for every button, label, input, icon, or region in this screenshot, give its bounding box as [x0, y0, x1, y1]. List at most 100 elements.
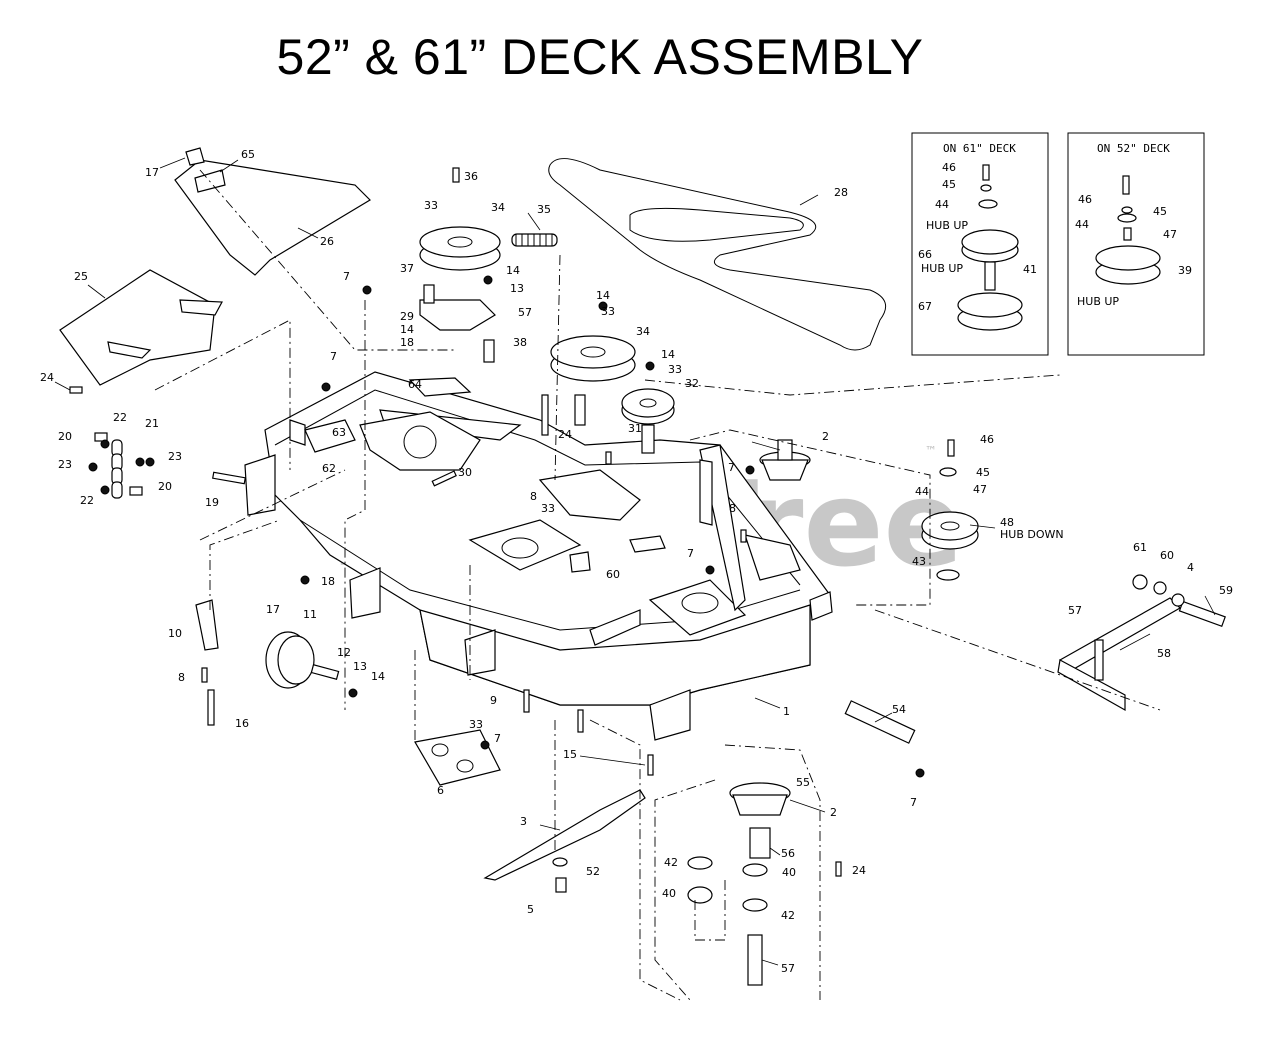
svg-text:44: 44 [935, 198, 949, 211]
svg-text:41: 41 [1023, 263, 1037, 276]
callout: 36 [464, 170, 478, 183]
callout: 18 [400, 336, 414, 349]
fasteners [69, 167, 955, 877]
callout: 62 [322, 462, 336, 475]
callout: 7 [687, 547, 694, 560]
callout: 37 [400, 262, 414, 275]
callout: 63 [332, 426, 346, 439]
discharge-chute [59, 269, 223, 386]
callout: 3 [520, 815, 527, 828]
callout: 52 [586, 865, 600, 878]
hub-down-label: HUB DOWN [1000, 528, 1064, 541]
callout: 19 [205, 496, 219, 509]
rear-arm [1057, 574, 1226, 712]
callout: 14 [506, 264, 520, 277]
inset-52-deck: ON 52" DECK 46 45 44 47 39 HUB UP [1067, 132, 1205, 356]
callout: 14 [661, 348, 675, 361]
tension-spring [511, 233, 558, 247]
callout: 44 [915, 485, 929, 498]
svg-text:45: 45 [1153, 205, 1167, 218]
callout: 47 [973, 483, 987, 496]
callout: 2 [830, 806, 837, 819]
callout: 24 [558, 428, 572, 441]
callout: 55 [796, 776, 810, 789]
callout: 42 [781, 909, 795, 922]
callout: 10 [168, 627, 182, 640]
pulley-34-lower [550, 335, 636, 382]
callout: 8 [178, 671, 185, 684]
callout: 34 [636, 325, 650, 338]
callout: 29 [400, 310, 414, 323]
svg-text:45: 45 [942, 178, 956, 191]
callout: 17 [266, 603, 280, 616]
callout: 38 [513, 336, 527, 349]
callout: 60 [606, 568, 620, 581]
callout: 58 [1157, 647, 1171, 660]
callout: 61 [1133, 541, 1147, 554]
callout: 14 [400, 323, 414, 336]
callout: 26 [320, 235, 334, 248]
belt-shield [174, 147, 371, 276]
callout: 18 [321, 575, 335, 588]
callout: 13 [510, 282, 524, 295]
callout: 60 [1160, 549, 1174, 562]
callout: 5 [527, 903, 534, 916]
leader-lines [54, 157, 1216, 966]
inset-61-heading: ON 61" DECK [943, 142, 1016, 155]
callout: 34 [491, 201, 505, 214]
callout: 7 [494, 732, 501, 745]
svg-text:66: 66 [918, 248, 932, 261]
callout: 48 [1000, 516, 1014, 529]
svg-text:39: 39 [1178, 264, 1192, 277]
callout: 14 [596, 289, 610, 302]
spindle-housing-upper [759, 439, 811, 481]
front-bracket [414, 729, 501, 786]
drive-belt [548, 158, 887, 351]
watermark-tm: ™ [925, 444, 937, 458]
callout: 15 [563, 748, 577, 761]
callout: 33 [424, 199, 438, 212]
callout: 42 [664, 856, 678, 869]
pulley-48 [921, 467, 979, 581]
inset-61-hub-up: HUB UP [926, 219, 968, 232]
callout: 56 [781, 847, 795, 860]
bearing-set [687, 856, 713, 904]
callout: 57 [518, 306, 532, 319]
callout: 12 [337, 646, 351, 659]
callout: 22 [113, 411, 127, 424]
callout: 20 [58, 430, 72, 443]
callout: 8 [530, 490, 537, 503]
callout: 57 [781, 962, 795, 975]
callout: 24 [40, 371, 54, 384]
callout: 33 [668, 363, 682, 376]
callout: 64 [408, 378, 422, 391]
inset-61-hub-up-2: HUB UP [921, 262, 963, 275]
callout: 8 [729, 502, 736, 515]
assembly-lines [154, 169, 1161, 1001]
callout: 21 [145, 417, 159, 430]
callout: 33 [601, 305, 615, 318]
inset-52-heading: ON 52" DECK [1097, 142, 1170, 155]
callout: 7 [330, 350, 337, 363]
svg-text:46: 46 [942, 161, 956, 174]
callout: 35 [537, 203, 551, 216]
callout: 7 [343, 270, 350, 283]
callout: 11 [303, 608, 317, 621]
callout: 54 [892, 703, 906, 716]
callout: 16 [235, 717, 249, 730]
spindle-housing-lower [729, 782, 791, 986]
svg-text:67: 67 [918, 300, 932, 313]
callout: 30 [458, 466, 472, 479]
callout: 2 [822, 430, 829, 443]
callout: 13 [353, 660, 367, 673]
wheel-bracket [195, 599, 219, 726]
callout: 45 [976, 466, 990, 479]
callout: 7 [728, 461, 735, 474]
chain-links [88, 432, 145, 499]
callout: 25 [74, 270, 88, 283]
svg-text:47: 47 [1163, 228, 1177, 241]
callout: 4 [1187, 561, 1194, 574]
callout: 40 [782, 866, 796, 879]
inset-61-deck: ON 61" DECK 46 45 44 HUB UP 66 41 HUB UP… [911, 132, 1049, 356]
callout: 23 [168, 450, 182, 463]
